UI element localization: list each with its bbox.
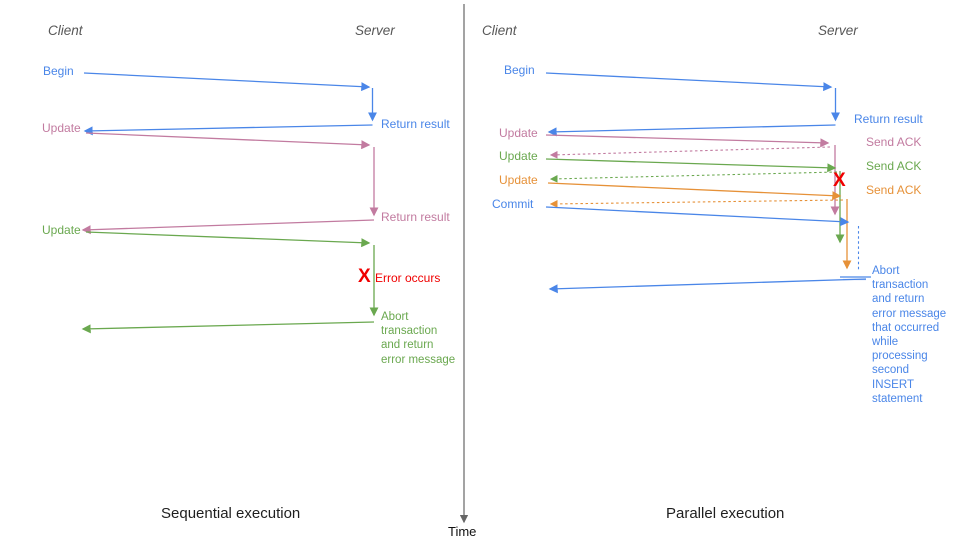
left-update1-label: Update (42, 121, 81, 135)
left-begin-request-arrow (83, 72, 371, 92)
left-abort-message: Abort transaction and return error messa… (381, 311, 456, 366)
left-begin-label: Begin (43, 64, 74, 78)
right-ack2-dotted-arrow (549, 171, 838, 183)
right-send-ack3-label: Send ACK (866, 183, 922, 197)
right-ack3-dotted-arrow (549, 199, 844, 208)
right-update3-label: Update (499, 173, 538, 187)
right-panel-title: Parallel execution (666, 505, 785, 522)
left-server-header: Server (355, 23, 395, 38)
time-axis-label: Time (448, 524, 477, 539)
left-abort-return-arrow (81, 321, 375, 334)
left-error-x-icon: X (358, 266, 371, 287)
left-update2-label: Update (42, 223, 81, 237)
right-client-header: Client (482, 23, 517, 38)
left-update1-return-arrow (81, 219, 375, 235)
right-update3-request-arrow (547, 182, 842, 201)
left-return-result2-label: Return result (381, 210, 450, 224)
right-update2-label: Update (499, 149, 538, 163)
right-begin-label: Begin (504, 63, 535, 77)
right-abort-message: Abort transaction and return error messa… (872, 265, 947, 405)
right-commit-label: Commit (492, 197, 534, 211)
right-ack1-dotted-arrow (549, 146, 831, 159)
left-client-header: Client (48, 23, 83, 38)
right-send-ack2-label: Send ACK (866, 159, 922, 173)
right-commit-request-arrow (545, 206, 850, 227)
left-panel-title: Sequential execution (161, 505, 301, 522)
right-begin-request-arrow (545, 72, 833, 92)
right-update1-label: Update (499, 126, 538, 140)
right-begin-return-arrow (547, 124, 836, 137)
right-send-ack1-label: Send ACK (866, 135, 922, 149)
right-server-header: Server (818, 23, 858, 38)
left-update1-request-arrow (85, 132, 371, 150)
left-update2-request-arrow (85, 231, 371, 248)
right-abort-return-arrow (548, 278, 867, 294)
left-error-occurs-label: Error occurs (375, 271, 441, 285)
right-error-x-icon: X (833, 170, 846, 191)
right-update2-request-arrow (545, 158, 837, 173)
right-update1-request-arrow (545, 134, 830, 148)
right-return-result-label: Return result (854, 112, 923, 126)
left-begin-return-arrow (83, 124, 373, 136)
left-return-result1-label: Return result (381, 117, 450, 131)
